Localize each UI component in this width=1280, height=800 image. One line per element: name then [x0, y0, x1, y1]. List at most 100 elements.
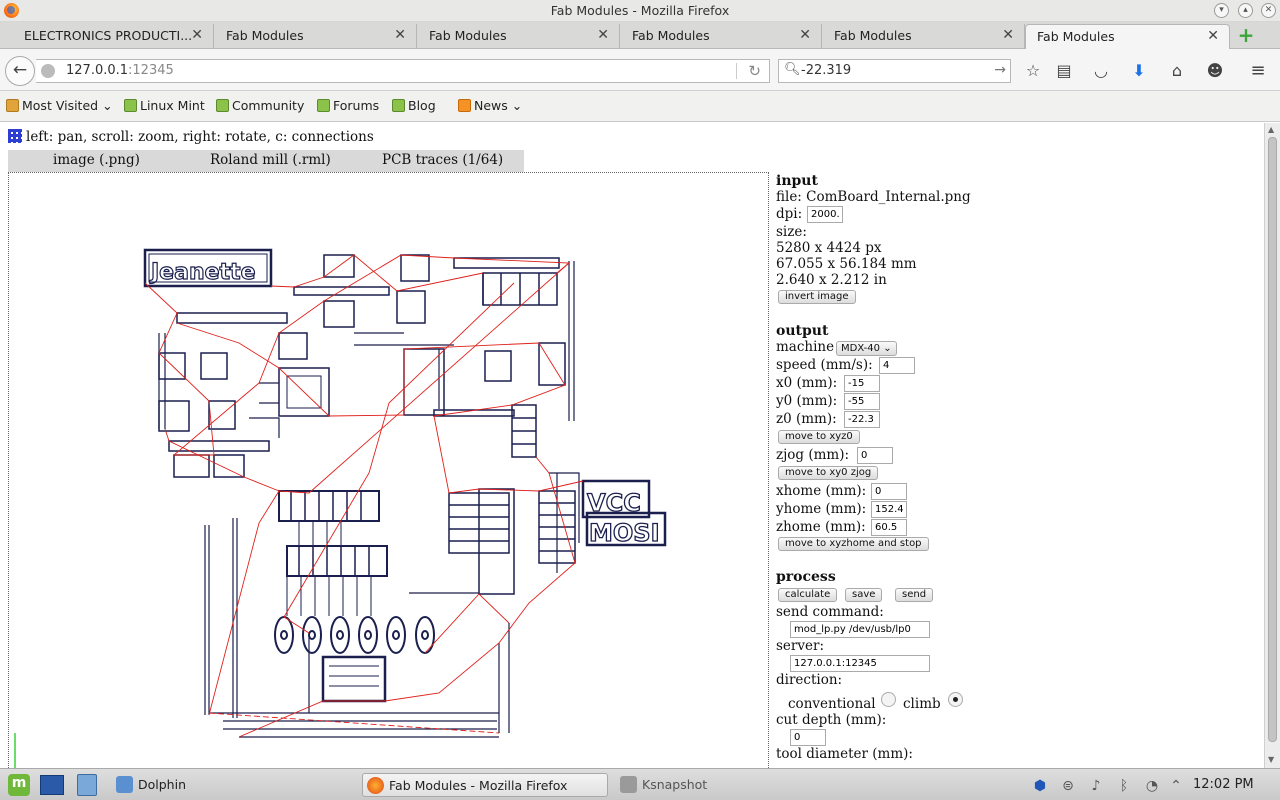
- x0-label: x0 (mm):: [776, 375, 838, 391]
- mint-menu-icon[interactable]: m: [8, 774, 30, 796]
- ic-pins: [290, 491, 362, 521]
- tab-fab-modules-1[interactable]: Fab Modules✕: [214, 24, 417, 49]
- file-manager-icon[interactable]: [77, 774, 97, 796]
- toolpath-canvas[interactable]: Jeanette VCC MOSI: [8, 172, 769, 768]
- send-button[interactable]: send: [895, 588, 934, 602]
- taskbar-app-ksnapshot[interactable]: Ksnapshot: [616, 773, 856, 797]
- chat-icon[interactable]: ☻: [1206, 61, 1224, 80]
- pad-group: [433, 409, 515, 417]
- new-tab-icon[interactable]: +: [1237, 23, 1255, 47]
- maximize-icon[interactable]: ▴: [1238, 3, 1253, 18]
- close-tab-icon[interactable]: ✕: [1002, 27, 1014, 43]
- home-icon[interactable]: ⌂: [1171, 61, 1183, 80]
- pad-divider: [329, 665, 379, 687]
- speed-input[interactable]: [879, 357, 915, 374]
- bookmark-community[interactable]: Community: [216, 98, 304, 113]
- tab-electronics[interactable]: ELECTRONICS PRODUCTI...✕: [0, 24, 214, 49]
- yhome-input[interactable]: [871, 501, 907, 518]
- tab-label: ELECTRONICS PRODUCTI...: [24, 28, 193, 43]
- file-row: file: ComBoard_Internal.png: [776, 189, 971, 205]
- cut-depth-label: cut depth (mm):: [776, 712, 887, 728]
- minimize-icon[interactable]: ▾: [1214, 3, 1229, 18]
- reading-list-icon[interactable]: ▤: [1056, 61, 1072, 80]
- menu-hamburger-icon[interactable]: ≡: [1250, 60, 1266, 81]
- tab-fab-modules-3[interactable]: Fab Modules✕: [620, 24, 822, 49]
- zhome-input[interactable]: [871, 519, 907, 536]
- scroll-up-icon[interactable]: ▲: [1268, 125, 1275, 134]
- bookmark-linux-mint[interactable]: Linux Mint: [124, 98, 205, 113]
- search-bar[interactable]: 🔍︎ -22.319 →: [778, 59, 1011, 83]
- volume-icon[interactable]: ♪: [1091, 778, 1101, 794]
- move-to-xy0-zjog-button[interactable]: move to xy0 zjog: [778, 466, 879, 480]
- bookmark-label: Most Visited: [22, 98, 99, 113]
- bookmark-label: Community: [232, 98, 305, 113]
- close-tab-icon[interactable]: ✕: [597, 27, 609, 43]
- x0-input[interactable]: [844, 375, 880, 392]
- dpi-input[interactable]: [807, 206, 843, 223]
- search-go-icon[interactable]: →: [994, 62, 1006, 78]
- invert-image-button[interactable]: invert image: [778, 290, 856, 304]
- bookmark-most-visited[interactable]: Most Visited ⌄: [6, 98, 113, 113]
- url-text[interactable]: 127.0.0.1:12345: [66, 63, 174, 78]
- url-separator: [736, 63, 737, 79]
- back-button[interactable]: ←: [5, 56, 35, 86]
- output-heading: output: [776, 323, 829, 339]
- tab-fab-modules-active[interactable]: Fab Modules✕: [1025, 24, 1230, 49]
- close-tab-icon[interactable]: ✕: [394, 27, 406, 43]
- connector-pads: [274, 616, 435, 654]
- xhome-input[interactable]: [871, 483, 907, 500]
- bluetooth-icon[interactable]: ᛒ: [1119, 778, 1129, 794]
- download-icon[interactable]: ⬇: [1132, 61, 1146, 80]
- search-value[interactable]: -22.319: [801, 63, 852, 78]
- calculate-button[interactable]: calculate: [778, 588, 838, 602]
- bookmark-label: News: [474, 98, 508, 113]
- pcb-toolpath-drawing[interactable]: Jeanette VCC MOSI: [9, 173, 770, 768]
- firefox-icon: [367, 777, 384, 794]
- page-scrollbar[interactable]: ▲ ▼: [1264, 123, 1280, 768]
- climb-radio[interactable]: [948, 692, 963, 707]
- send-command-input[interactable]: [790, 621, 930, 638]
- zjog-input[interactable]: [857, 447, 893, 464]
- scrollbar-thumb[interactable]: [1268, 137, 1277, 742]
- globe-icon: [41, 64, 55, 78]
- taskbar-app-firefox[interactable]: Fab Modules - Mozilla Firefox: [362, 773, 608, 797]
- clock[interactable]: 12:02 PM: [1193, 777, 1254, 792]
- folder-icon: [6, 99, 19, 112]
- scroll-down-icon[interactable]: ▼: [1268, 755, 1275, 764]
- move-to-xyzhome-button[interactable]: move to xyzhome and stop: [778, 537, 929, 551]
- taskbar-app-dolphin[interactable]: Dolphin: [112, 773, 352, 797]
- bookmark-star-icon[interactable]: ☆: [1025, 61, 1041, 80]
- close-tab-icon[interactable]: ✕: [1207, 28, 1219, 44]
- shield-icon[interactable]: ⬢: [1033, 778, 1047, 794]
- connection-path: [176, 322, 566, 417]
- network-icon[interactable]: ⊜: [1062, 778, 1074, 794]
- menu-image-png[interactable]: image (.png): [53, 152, 140, 168]
- long-trace-left2: [158, 333, 166, 429]
- close-window-icon[interactable]: ✕: [1261, 3, 1276, 18]
- cut-depth-input[interactable]: [790, 729, 826, 746]
- save-button[interactable]: save: [845, 588, 883, 602]
- url-bar[interactable]: 127.0.0.1:12345 ↻: [36, 59, 770, 83]
- reload-icon[interactable]: ↻: [748, 62, 761, 80]
- pocket-icon[interactable]: ◡: [1094, 61, 1108, 80]
- bookmark-news[interactable]: News ⌄: [458, 98, 522, 113]
- zhome-label: zhome (mm):: [776, 519, 866, 535]
- show-desktop-icon[interactable]: [40, 775, 64, 795]
- z0-input[interactable]: [844, 411, 880, 428]
- move-to-xyz0-button[interactable]: move to xyz0: [778, 430, 860, 444]
- tab-fab-modules-2[interactable]: Fab Modules✕: [417, 24, 620, 49]
- menu-roland-mill[interactable]: Roland mill (.rml): [210, 152, 331, 168]
- y0-input[interactable]: [844, 393, 880, 410]
- tab-fab-modules-4[interactable]: Fab Modules✕: [822, 24, 1025, 49]
- rss-icon: [458, 99, 471, 112]
- machine-select[interactable]: MDX-40 ⌄: [836, 341, 897, 356]
- expand-tray-icon[interactable]: ⌃: [1170, 778, 1182, 794]
- menu-pcb-traces[interactable]: PCB traces (1/64): [382, 152, 504, 168]
- close-tab-icon[interactable]: ✕: [191, 27, 203, 43]
- close-tab-icon[interactable]: ✕: [799, 27, 811, 43]
- bookmark-forums[interactable]: Forums: [317, 98, 379, 113]
- conventional-radio[interactable]: [881, 692, 896, 707]
- bookmark-blog[interactable]: Blog: [392, 98, 436, 113]
- wifi-icon[interactable]: ◔: [1145, 778, 1159, 794]
- server-input[interactable]: [790, 655, 930, 672]
